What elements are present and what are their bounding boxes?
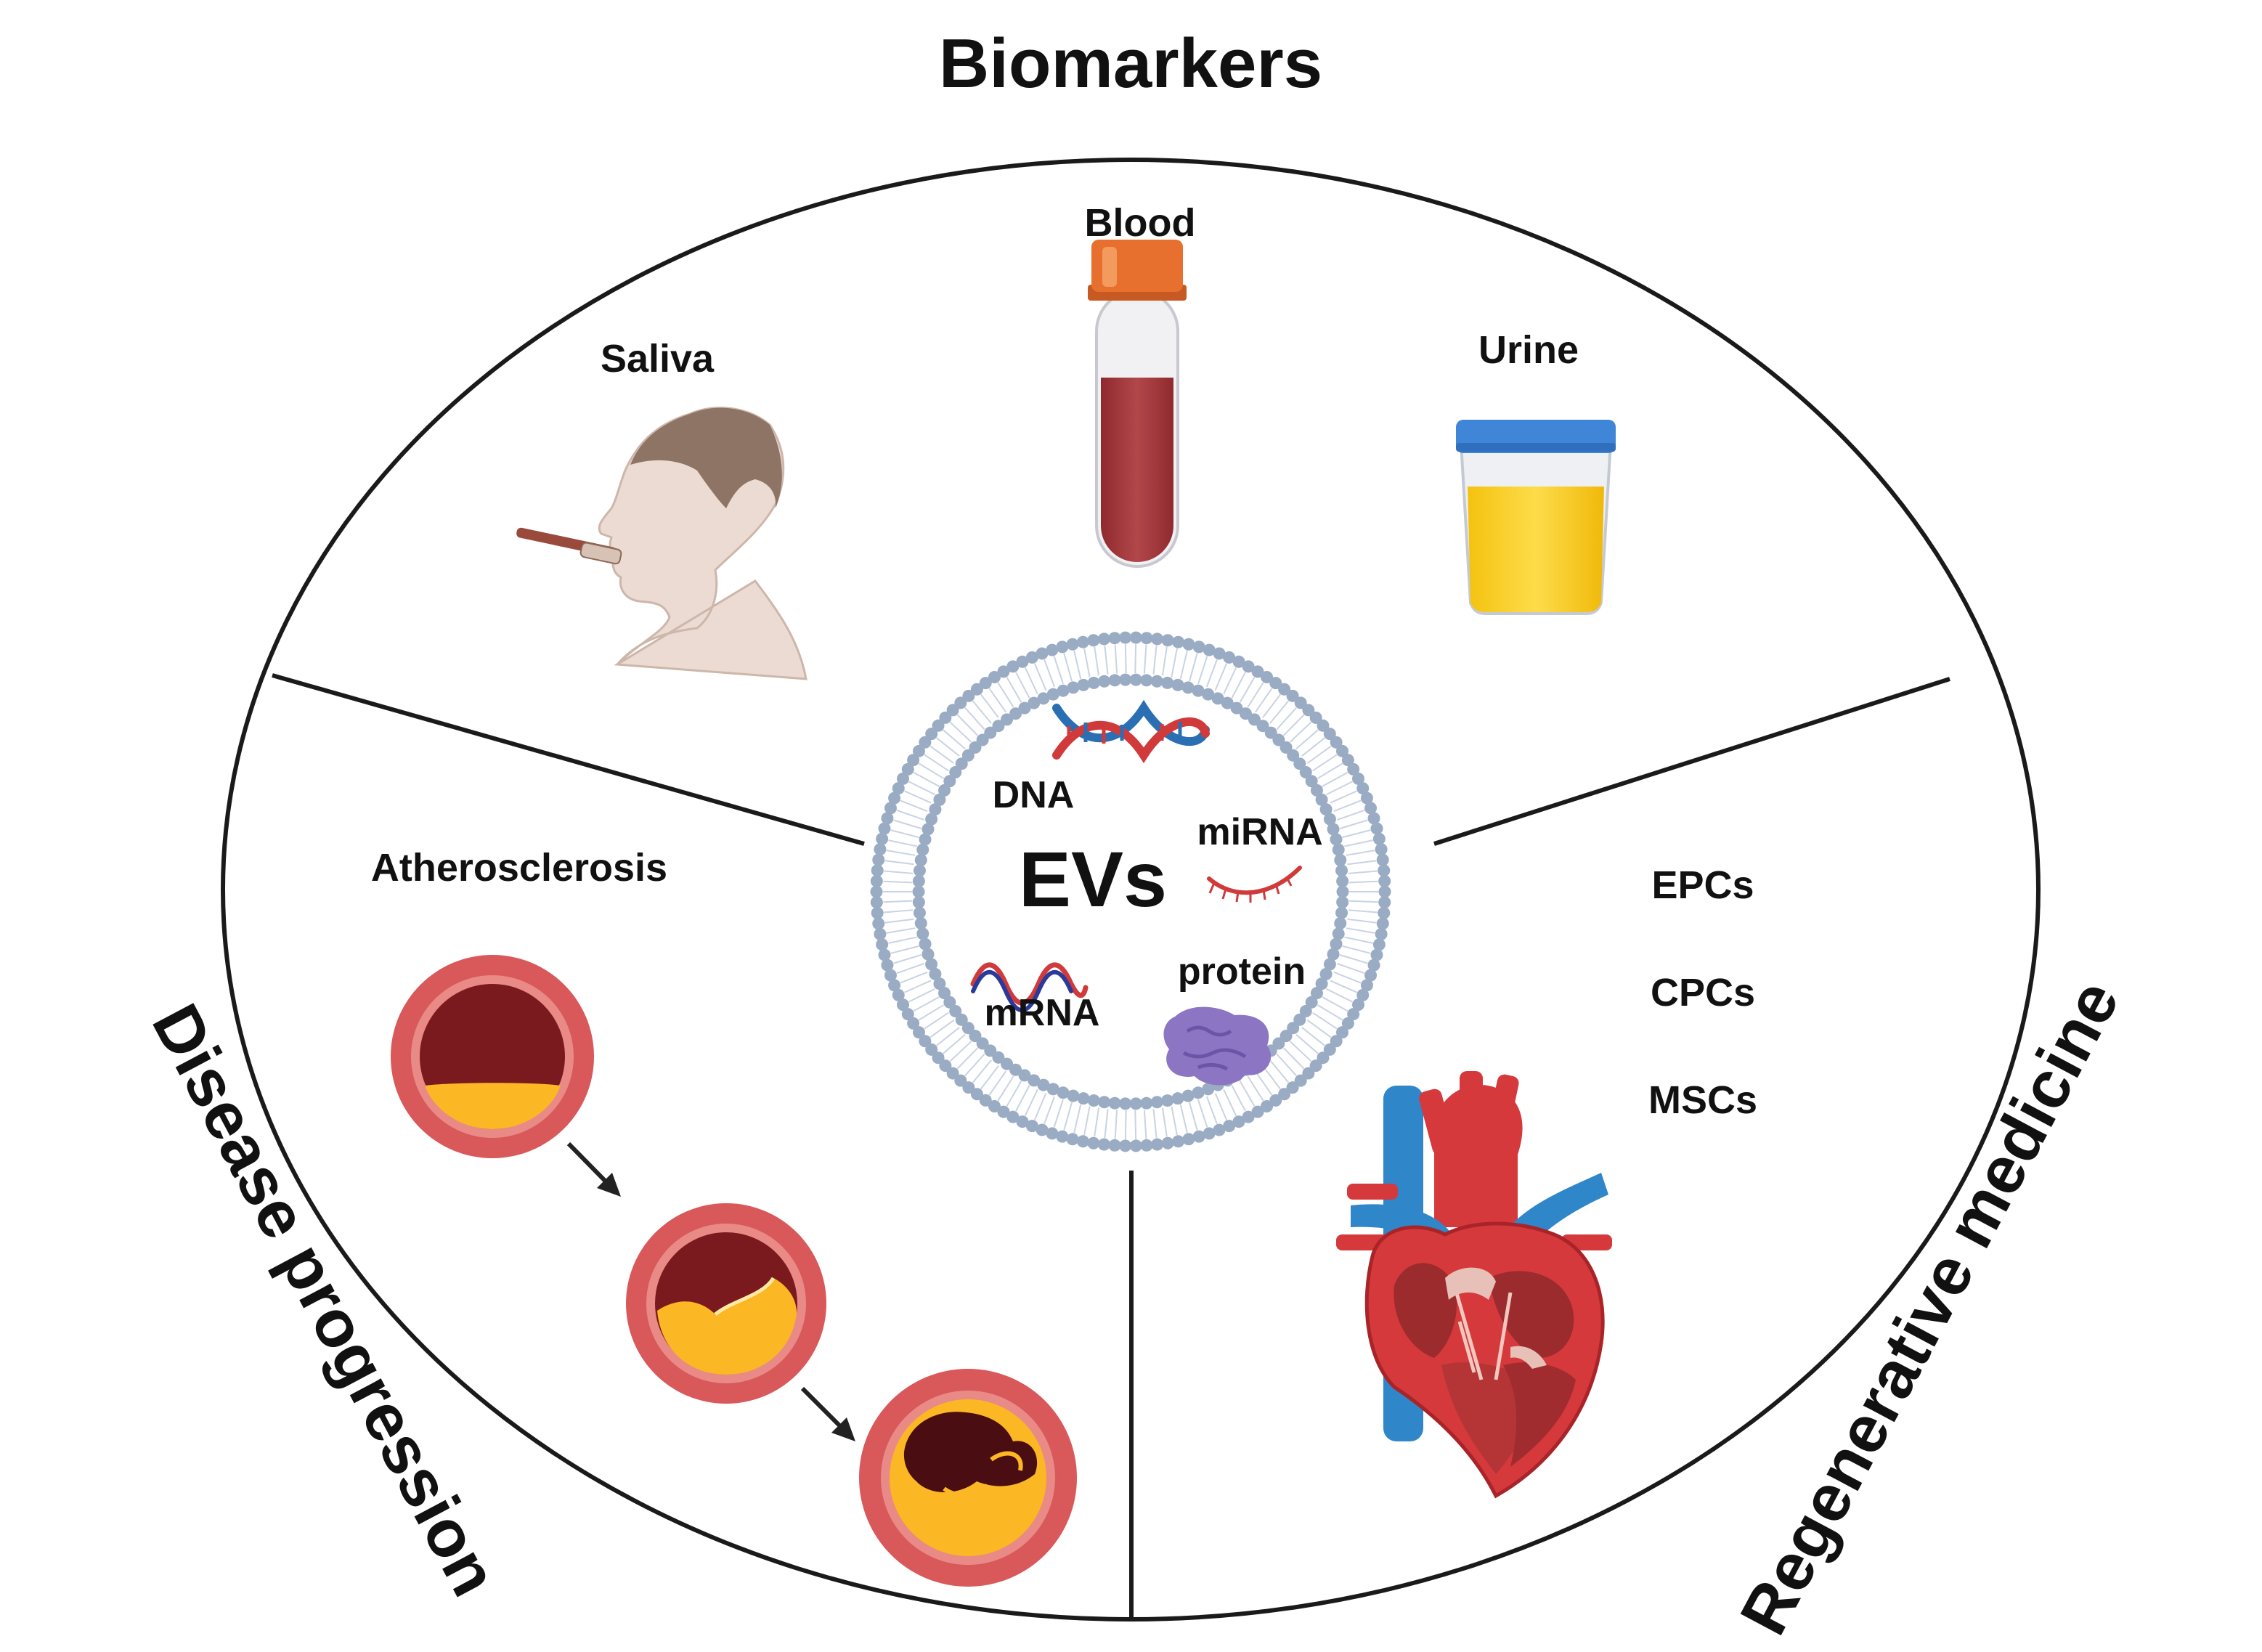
cargo-label-dna: DNA xyxy=(993,774,1075,816)
section-title-biomarkers: Biomarkers xyxy=(939,25,1322,102)
artery-advanced-icon xyxy=(859,1369,1077,1587)
outer-circle-group xyxy=(221,158,2041,1622)
section-title-regenerative-medicine: Regenerative medicine xyxy=(1726,969,2133,1646)
label-blood: Blood xyxy=(1085,201,1196,245)
label-urine: Urine xyxy=(1478,328,1579,372)
artery-plaque-icon xyxy=(626,1203,826,1404)
divider-left xyxy=(272,673,865,846)
saliva-head-icon xyxy=(516,407,807,680)
cargo-label-mirna: miRNA xyxy=(1197,811,1322,853)
blood-tube-icon xyxy=(1088,240,1187,568)
cell-label-mscs: MSCs xyxy=(1648,1078,1757,1122)
cargo-label-mrna: mRNA xyxy=(985,992,1100,1034)
mirna-icon xyxy=(1207,866,1302,903)
ev-label: EVs xyxy=(1019,835,1167,923)
dna-icon xyxy=(1052,699,1210,764)
heart-icon xyxy=(1336,1071,1612,1499)
urine-cup-icon xyxy=(1456,420,1616,615)
arrow-icon xyxy=(566,1142,621,1197)
protein-icon xyxy=(1163,1006,1272,1086)
divider-right xyxy=(1433,677,1950,846)
cell-label-epcs: EPCs xyxy=(1651,863,1754,907)
cargo-label-protein: protein xyxy=(1178,951,1306,993)
mrna-icon xyxy=(970,962,1089,1013)
arrow-icon xyxy=(800,1386,855,1441)
label-saliva: Saliva xyxy=(601,337,715,381)
outer-circle xyxy=(221,158,2041,1622)
cell-label-cpcs: CPCs xyxy=(1651,971,1755,1014)
label-atherosclerosis: Atherosclerosis xyxy=(371,846,667,890)
artery-healthy-icon xyxy=(391,955,594,1158)
